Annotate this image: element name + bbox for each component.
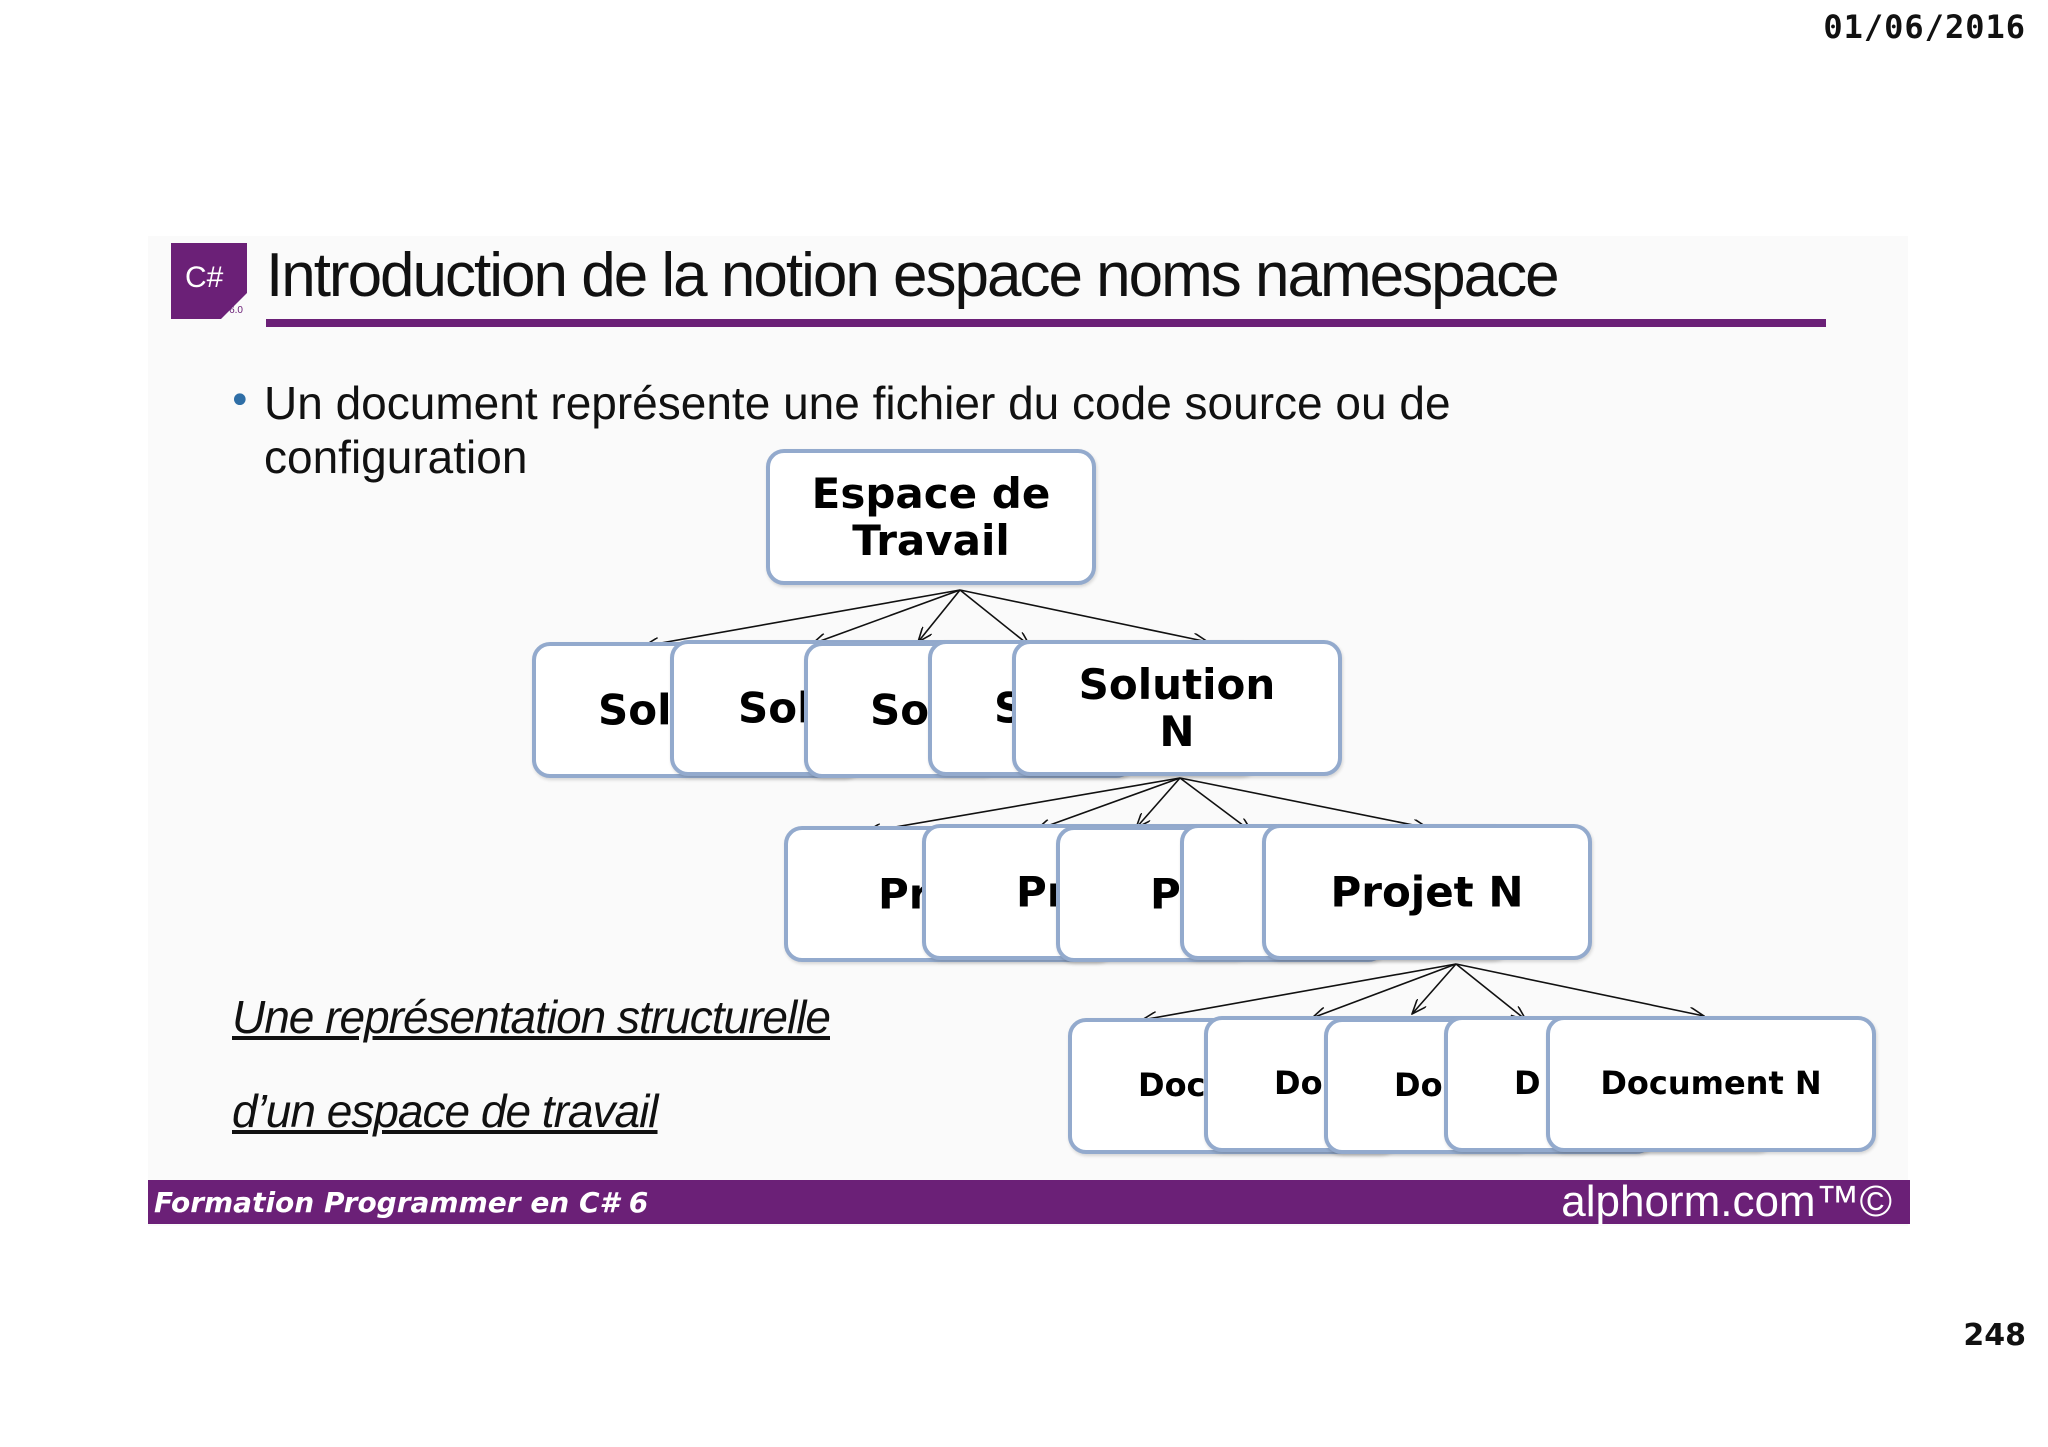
arrow-sol-pr-2: [1036, 777, 1181, 830]
csharp-logo: C# 6.0: [171, 243, 247, 319]
document-label: Doc: [1138, 1066, 1206, 1105]
arrow-root-sol-4: [959, 589, 1030, 646]
arrow-root-sol-3: [918, 589, 961, 642]
footer-bar: Formation Programmer en C# 6 alphorm.com…: [148, 1177, 1910, 1226]
project-front-label: Projet N: [1330, 867, 1524, 917]
footer-course: Formation Programmer en C# 6: [154, 1186, 649, 1219]
caption-line-2: d’un espace de travail: [232, 1085, 659, 1137]
arrow-pr-doc-2: [1312, 963, 1457, 1018]
arrow-pr-doc-1: [1142, 963, 1457, 1020]
document-box-front: Document N: [1546, 1016, 1876, 1152]
arrow-root-sol-1: [644, 589, 961, 646]
arrow-sol-pr-3: [1136, 777, 1181, 828]
arrow-sol-pr-n: [1179, 777, 1428, 828]
arrow-pr-doc-3: [1412, 963, 1457, 1014]
arrow-sol-pr-1: [866, 777, 1181, 832]
solution-box-front: Solution N: [1012, 640, 1342, 776]
footer-brand: alphorm.com™©: [1561, 1177, 1892, 1226]
root-box: Espace de Travail: [766, 449, 1096, 585]
arrow-pr-doc-4: [1455, 963, 1526, 1020]
bullet-icon: •: [228, 378, 252, 424]
arrow-pr-doc-n: [1455, 963, 1704, 1016]
caption-line-1: Une représentation structurelle: [232, 991, 831, 1043]
project-label: P: [1150, 869, 1181, 919]
solution-label: So: [870, 685, 930, 735]
document-label: Do: [1394, 1066, 1443, 1105]
solution-arrows: [866, 777, 1428, 832]
project-label: Pr: [878, 869, 930, 919]
project-arrows: [1142, 963, 1704, 1020]
project-box-front: Projet N: [1262, 824, 1592, 960]
solution-label: Sol: [738, 683, 812, 733]
slide-title: Introduction de la notion espace noms na…: [266, 241, 1560, 310]
root-arrows: [644, 589, 1208, 646]
solution-label: Sol: [598, 685, 672, 735]
document-label: D: [1514, 1064, 1541, 1103]
date: 01/06/2016: [1823, 8, 2026, 46]
page-number: 248: [1963, 1318, 2026, 1353]
arrow-root-sol-2: [812, 589, 961, 644]
logo-text: C#: [185, 261, 224, 294]
document-front-label: Document N: [1600, 1064, 1822, 1103]
logo-version: 6.0: [229, 305, 243, 316]
document-label: Do: [1274, 1064, 1323, 1103]
solution-front-label: Solution N: [1078, 659, 1276, 756]
arrow-root-sol-n: [959, 589, 1208, 642]
root-label: Espace de Travail: [811, 468, 1051, 565]
arrow-sol-pr-4: [1179, 777, 1252, 832]
title-rule: [266, 319, 1826, 327]
bullet-text: Un document représente une fichier du co…: [264, 377, 1451, 483]
